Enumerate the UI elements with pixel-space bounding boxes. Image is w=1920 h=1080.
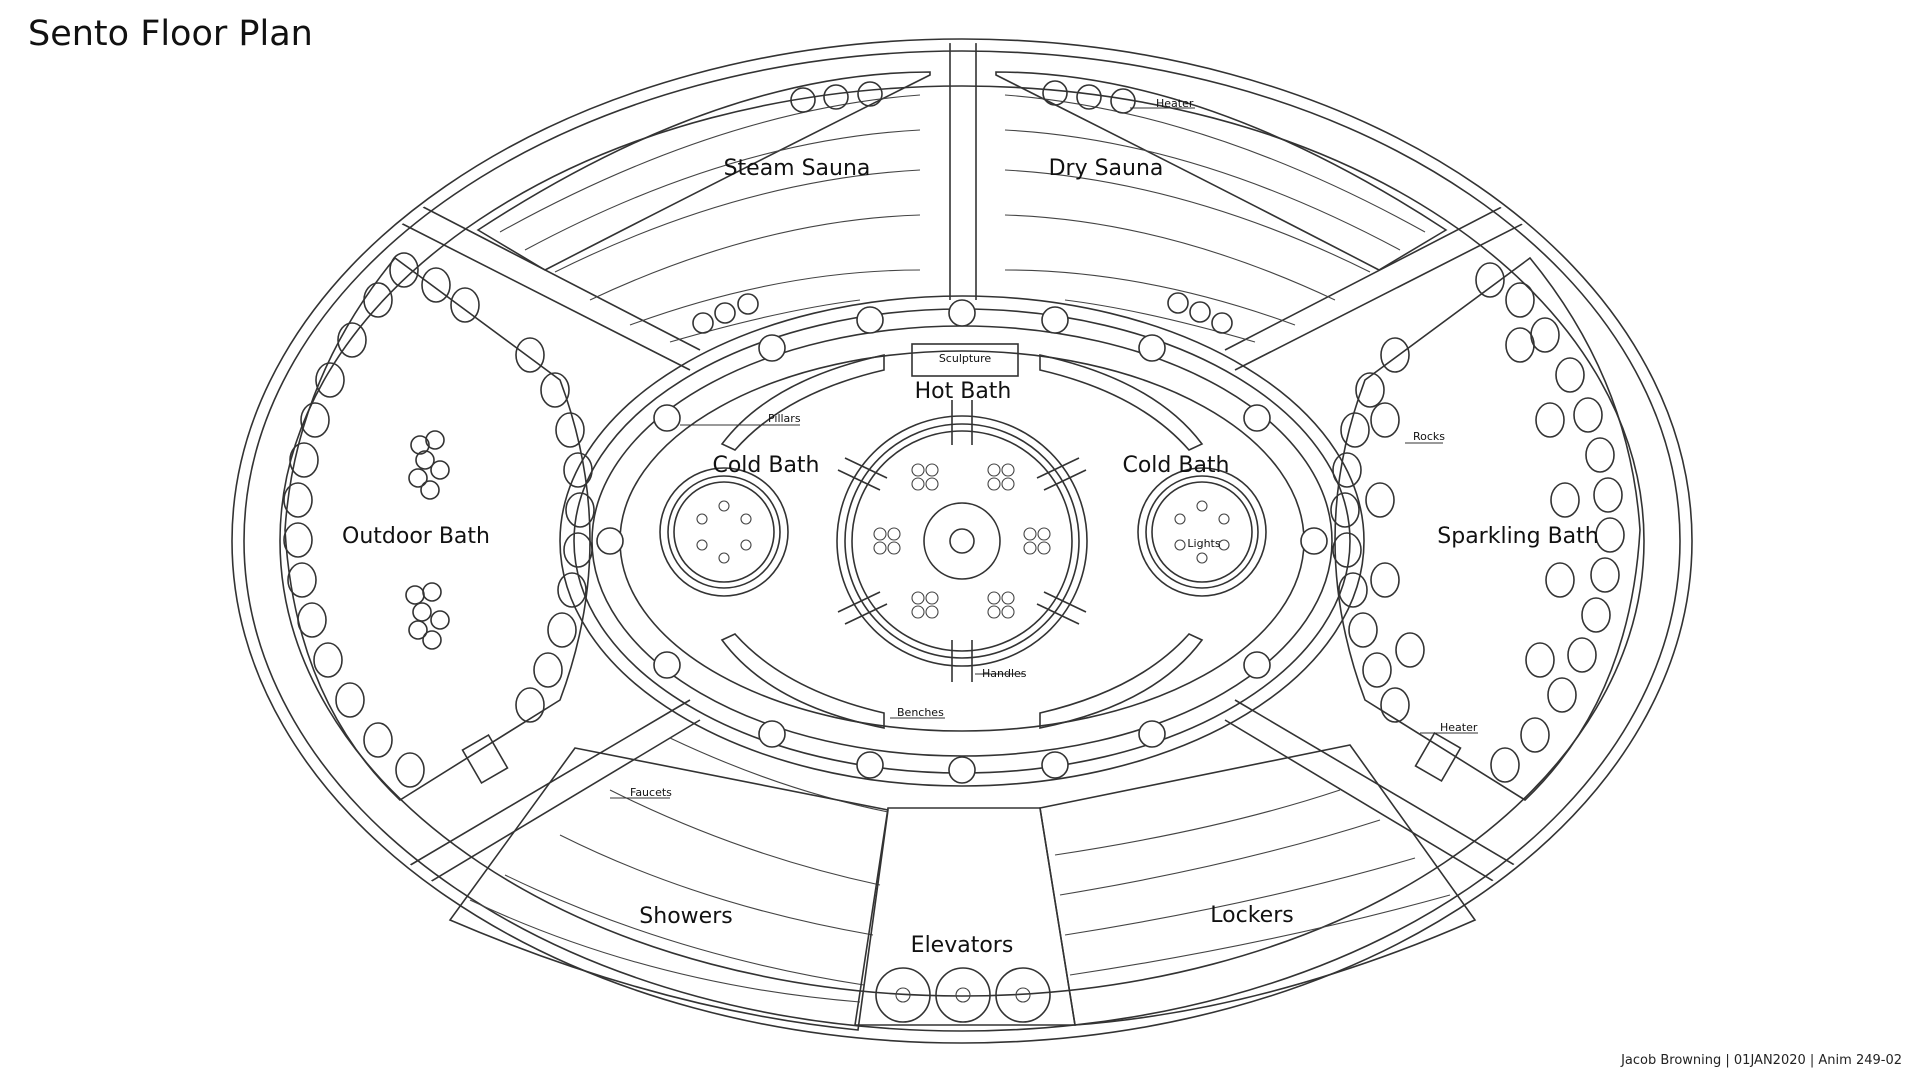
- hot-bath-lights: [873, 463, 1051, 619]
- pillars: [596, 299, 1328, 784]
- hot-bath: [836, 400, 1088, 682]
- label-outdoor-bath: Outdoor Bath: [342, 524, 490, 549]
- annotation-handles: Handles: [982, 667, 1027, 680]
- central-hall: [559, 295, 1365, 787]
- label-hot-bath: Hot Bath: [915, 379, 1012, 404]
- label-showers: Showers: [639, 904, 732, 929]
- steam-sauna-room: [476, 71, 931, 343]
- annotation-heater-bottom: Heater: [1440, 721, 1478, 734]
- annotation-sculpture: Sculpture: [939, 352, 992, 365]
- cold-bath-left: [659, 467, 789, 597]
- label-cold-bath-left: Cold Bath: [712, 453, 819, 478]
- corridor-ring: [279, 85, 1645, 997]
- label-lockers: Lockers: [1210, 903, 1293, 928]
- outer-wall: [231, 38, 1693, 1044]
- lockers-room: [1039, 744, 1477, 1026]
- sculpture-box: [911, 343, 1019, 377]
- annotation-benches: Benches: [897, 706, 944, 719]
- annotation-faucets: Faucets: [630, 786, 672, 799]
- annotation-lights: Lights: [1187, 537, 1220, 550]
- label-sparkling-bath: Sparkling Bath: [1437, 524, 1598, 549]
- radial-corridors: [384, 43, 1541, 901]
- label-cold-bath-right: Cold Bath: [1122, 453, 1229, 478]
- outer-wall-inner: [243, 50, 1681, 1032]
- annotation-pillars: Pillars: [768, 412, 801, 425]
- sparkling-bath-room: [1330, 256, 1641, 802]
- annotation-rocks: Rocks: [1413, 430, 1445, 443]
- label-steam-sauna: Steam Sauna: [724, 156, 871, 181]
- showers-room: [448, 737, 889, 1031]
- cold-bath-right: [1137, 467, 1267, 597]
- credits-footer: Jacob Browning | 01JAN2020 | Anim 249-02: [1621, 1053, 1902, 1068]
- annotation-heater-top: Heater: [1156, 97, 1194, 110]
- label-elevators: Elevators: [911, 933, 1014, 958]
- dry-sauna-room: [995, 71, 1448, 343]
- handles: [837, 400, 1087, 682]
- page-title: Sento Floor Plan: [28, 14, 313, 54]
- outdoor-bath-room: [283, 252, 595, 802]
- benches: [720, 354, 1204, 729]
- label-dry-sauna: Dry Sauna: [1049, 156, 1164, 181]
